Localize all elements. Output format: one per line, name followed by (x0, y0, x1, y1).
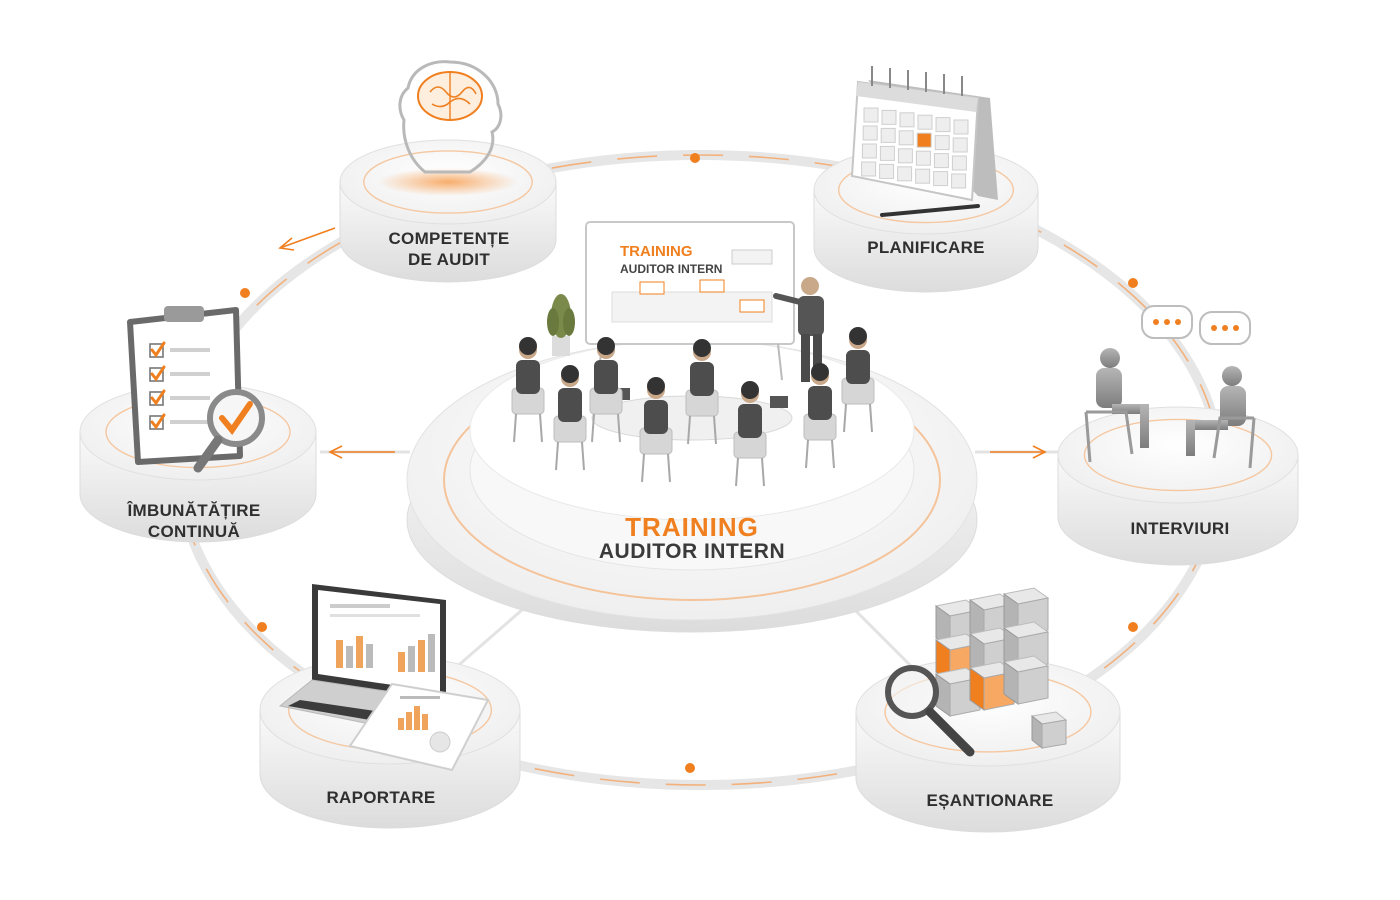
chart-bar-glyph (346, 646, 353, 668)
cube (1002, 655, 1050, 705)
attendee-icon (639, 377, 673, 483)
pie-glyph (429, 731, 451, 753)
chart-bar-glyph (408, 646, 415, 672)
calendar-day (879, 163, 895, 179)
attendee-icon (733, 381, 767, 487)
checkmark-icon (150, 365, 166, 382)
node-label-line1: INTERVIURI (1130, 519, 1230, 538)
node-label-competente: COMPETENȚE DE AUDIT (388, 228, 509, 270)
text-line-glyph (170, 396, 210, 400)
node-label-planificare: PLANIFICARE (867, 237, 985, 258)
node-label-line1: EȘANTIONARE (926, 791, 1054, 810)
calendar-day (933, 171, 949, 187)
cube (1030, 711, 1068, 750)
brain-head-icon (378, 60, 518, 196)
text-line-glyph (330, 604, 390, 608)
attendees (511, 327, 875, 487)
chart-bar-glyph (366, 644, 373, 668)
chart-bar-glyph (422, 714, 428, 730)
chart-bar-glyph (398, 652, 405, 672)
chart-bar-glyph (398, 718, 404, 730)
attendee-icon (511, 337, 545, 443)
check-magnifier-icon (193, 389, 265, 473)
calendar-day (862, 125, 878, 141)
attendee-icon (841, 327, 875, 433)
cubes-magnifier-icon (885, 587, 1068, 757)
calendar-day (933, 153, 949, 169)
checkmark-icon (150, 413, 166, 430)
node-label-line2: DE AUDIT (407, 250, 491, 269)
calendar-day (951, 173, 967, 189)
interview-people-icon (1084, 305, 1256, 469)
node-label-line1: PLANIFICARE (867, 238, 985, 257)
presenter-icon (773, 277, 824, 382)
calendar-day (917, 114, 933, 130)
text-line-glyph (170, 372, 210, 376)
chart-bar-glyph (418, 640, 425, 672)
calendar-day (880, 127, 896, 143)
report-paper-icon (348, 682, 490, 772)
speech-bubble-icon (1141, 305, 1251, 345)
calendar-day (861, 143, 877, 159)
whiteboard-subtitle: AUDITOR INTERN (620, 262, 723, 276)
whiteboard-title: TRAINING (620, 243, 693, 260)
node-label-line1: COMPETENȚE (388, 229, 510, 248)
text-line-glyph (170, 420, 210, 424)
whiteboard (585, 221, 795, 381)
calendar-day (934, 135, 950, 151)
chart-bar-glyph (428, 634, 435, 672)
calendar-day (915, 150, 931, 166)
calendar-day (897, 148, 913, 164)
checkmark-icon (150, 389, 166, 406)
chart-bar-glyph (336, 640, 343, 668)
magnifier-icon (885, 665, 975, 757)
calendar-day (915, 168, 931, 184)
calendar-icon (850, 66, 998, 217)
node-label-imbunatatire: ÎMBUNĂTĂȚIRE CONTINUĂ (128, 500, 261, 542)
chart-bar-glyph (356, 636, 363, 668)
calendar-day (861, 161, 877, 177)
platform-interviuri (1057, 406, 1299, 566)
calendar-day (935, 117, 951, 133)
calendar-day (898, 130, 914, 146)
calendar-day (899, 112, 915, 128)
text-line-glyph (330, 614, 420, 617)
calendar-day (951, 155, 967, 171)
calendar-day (953, 119, 969, 135)
attendee-icon (589, 337, 623, 443)
node-label-line1: ÎMBUNĂTĂȚIRE (127, 501, 261, 520)
calendar-day (952, 137, 968, 153)
attendee-icon (803, 363, 837, 469)
calendar-day (881, 109, 897, 125)
attendee-icon (685, 339, 719, 445)
clipboard-check-icon (127, 306, 265, 473)
node-label-line2: CONTINUĂ (147, 522, 241, 541)
calendar-day (897, 166, 913, 182)
node-label-interviuri: INTERVIURI (1130, 518, 1229, 539)
attendee-icon (553, 365, 587, 471)
chart-bar-glyph (414, 706, 420, 730)
laptop-report-icon (278, 584, 490, 772)
node-label-raportare: RAPORTARE (326, 787, 435, 808)
plant-icon (547, 294, 575, 356)
node-label-line1: RAPORTARE (326, 788, 436, 807)
center-title: TRAINING (625, 512, 759, 542)
calendar-day (879, 145, 895, 161)
chart-bar-glyph (406, 712, 412, 730)
calendar-day (916, 132, 932, 148)
spoke-arrows (278, 227, 1047, 459)
calendar-day (863, 107, 879, 123)
node-label-esantionare: EȘANTIONARE (926, 790, 1053, 811)
text-line-glyph (170, 348, 210, 352)
checkmark-icon (150, 341, 166, 358)
text-line-glyph (400, 696, 440, 699)
center-subtitle: AUDITOR INTERN (598, 540, 786, 563)
